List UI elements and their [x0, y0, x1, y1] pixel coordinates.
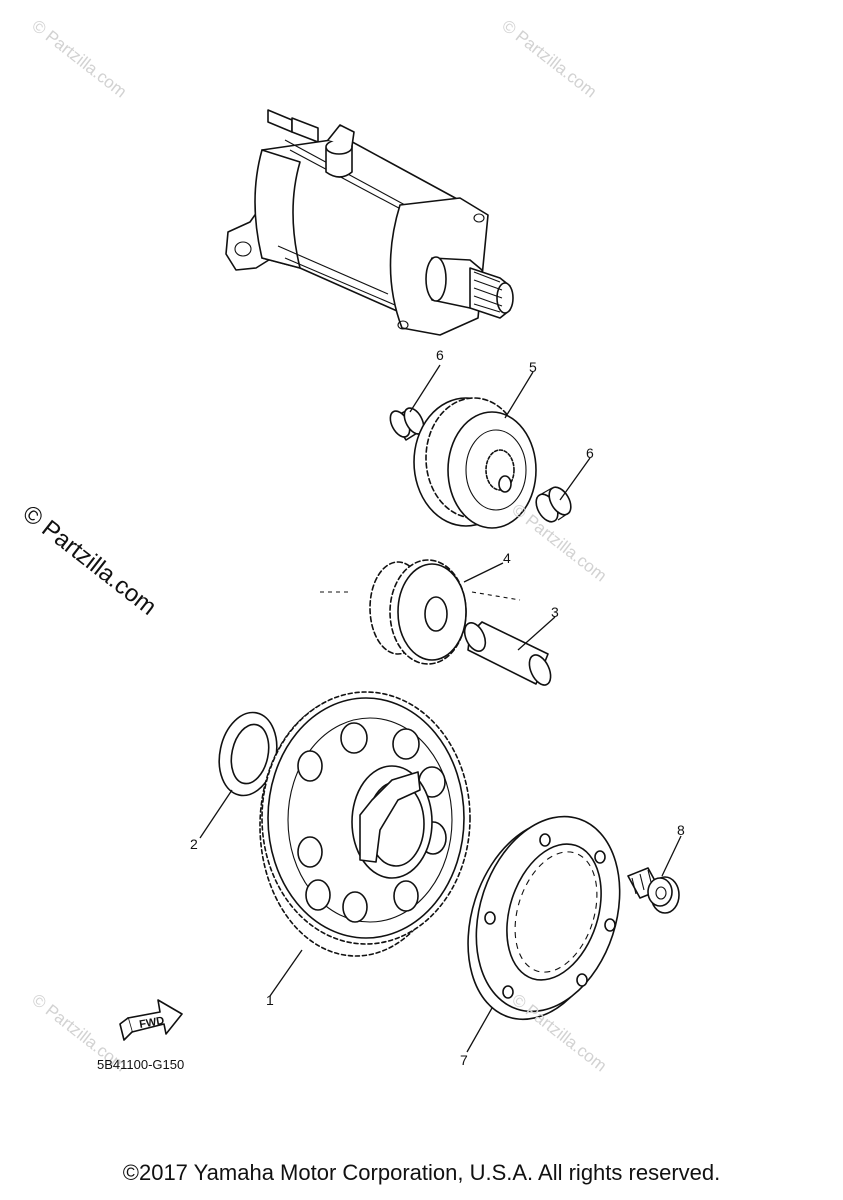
callout-2: 2 [190, 836, 198, 852]
callout-6-right: 6 [586, 445, 594, 461]
callout-7: 7 [460, 1052, 468, 1068]
starter-clutch-gear-1[interactable] [259, 691, 471, 957]
callout-8: 8 [677, 822, 685, 838]
callout-3: 3 [551, 604, 559, 620]
callout-1: 1 [266, 992, 274, 1008]
gear-4[interactable] [320, 559, 521, 665]
fwd-label: FWD [138, 1015, 165, 1031]
callout-4: 4 [503, 550, 511, 566]
bolt-8[interactable] [627, 867, 680, 914]
washer-2[interactable] [212, 707, 284, 801]
diagram-code: 5B41100-G150 [97, 1057, 185, 1072]
bushing-left[interactable] [386, 405, 427, 441]
fwd-arrow-icon: FWD [119, 999, 183, 1041]
starter-motor[interactable] [225, 109, 514, 336]
callout-6-left: 6 [436, 347, 444, 363]
leader-lines [199, 364, 682, 1053]
bushing-right[interactable] [532, 484, 576, 526]
copyright-notice: ©2017 Yamaha Motor Corporation, U.S.A. A… [122, 1160, 721, 1185]
one-way-clutch-7[interactable] [444, 798, 644, 1038]
callout-5: 5 [529, 359, 537, 375]
shaft-3[interactable] [461, 620, 555, 689]
idler-gear-5[interactable] [413, 397, 537, 529]
